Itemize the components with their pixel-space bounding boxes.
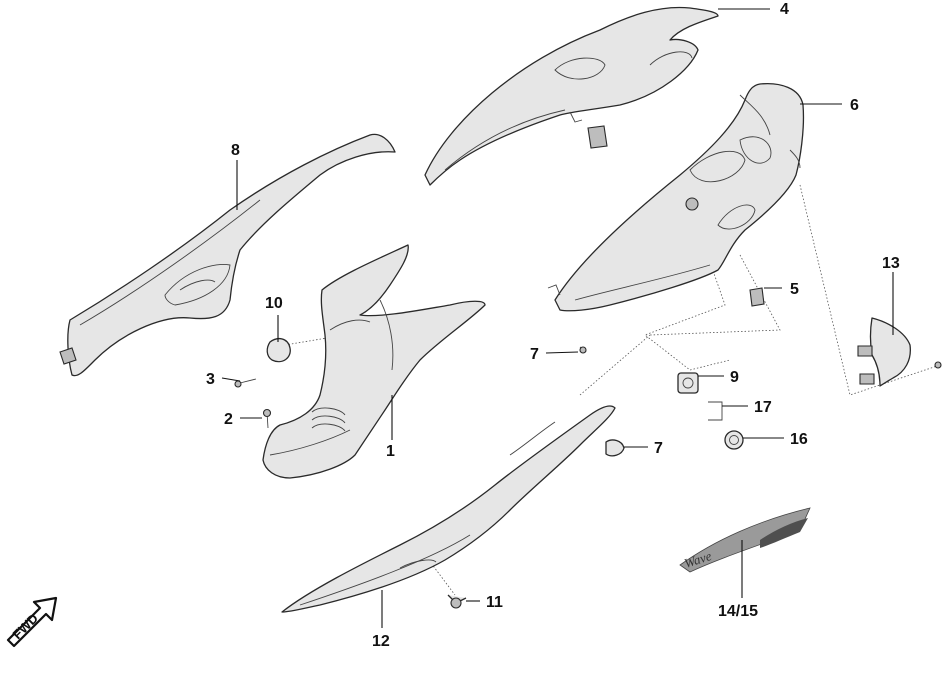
part-3-screw bbox=[239, 378, 257, 384]
callout-6: 6 bbox=[850, 97, 859, 114]
decal-14-15: Wave bbox=[679, 507, 811, 573]
callout-16: 16 bbox=[790, 431, 808, 448]
part-5-nut bbox=[749, 287, 765, 307]
callout-5: 5 bbox=[790, 281, 799, 298]
callout-14-15: 14/15 bbox=[718, 603, 758, 620]
callout-9: 9 bbox=[730, 369, 739, 386]
callout-labels: 4 6 8 10 3 2 1 5 7 7 9 17 16 11 12 13 14… bbox=[206, 1, 900, 650]
part-13-screw bbox=[934, 361, 942, 369]
part-8-side-frame-cover bbox=[59, 133, 396, 377]
callout-7-upper: 7 bbox=[530, 346, 539, 363]
part-12-lower-side-cover bbox=[281, 405, 616, 613]
part-9-grommet bbox=[677, 372, 699, 394]
callout-17: 17 bbox=[754, 399, 772, 416]
part-7-screw-lower bbox=[605, 439, 625, 457]
callout-7-lower: 7 bbox=[654, 440, 663, 457]
callout-3: 3 bbox=[206, 371, 215, 388]
callout-10: 10 bbox=[265, 295, 283, 312]
part-10-clip bbox=[266, 337, 291, 363]
part-6-body-cover bbox=[547, 82, 805, 312]
callout-12: 12 bbox=[372, 633, 390, 650]
leader-lines bbox=[221, 8, 894, 628]
callout-13: 13 bbox=[882, 255, 900, 272]
callout-4: 4 bbox=[780, 1, 789, 18]
callout-8: 8 bbox=[231, 142, 240, 159]
callout-2: 2 bbox=[224, 411, 233, 428]
part-17-clip bbox=[708, 401, 723, 421]
fasteners bbox=[234, 287, 942, 609]
callout-11: 11 bbox=[486, 594, 503, 611]
part-4-rear-center-cover bbox=[424, 6, 719, 186]
part-1-inner-cover bbox=[262, 244, 486, 479]
callout-1: 1 bbox=[386, 443, 395, 460]
part-13-rear-piece bbox=[857, 317, 911, 387]
part-16-cap bbox=[724, 430, 744, 450]
fwd-arrow-icon: FWD bbox=[6, 596, 58, 648]
